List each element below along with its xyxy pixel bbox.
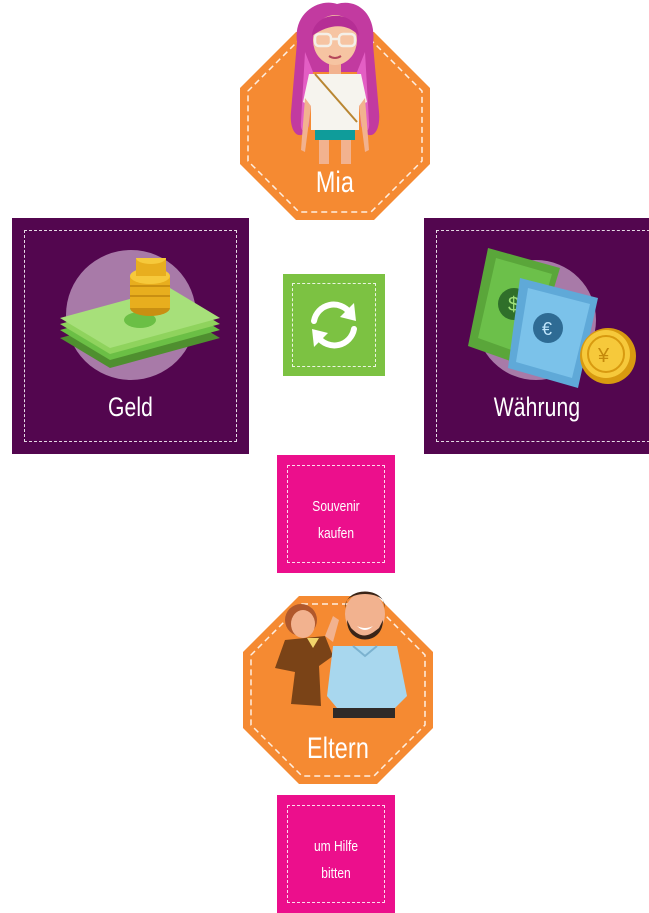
money-icon: [60, 258, 220, 368]
refresh-icon: [311, 301, 357, 349]
character-name: Eltern: [306, 732, 370, 765]
action-line-1: um Hilfe: [313, 838, 358, 855]
character-name: Mia: [315, 166, 355, 199]
parents-illustration: [275, 591, 407, 718]
action-um-hilfe-bitten[interactable]: um Hilfe bitten: [277, 795, 395, 913]
action-line-2: bitten: [321, 865, 351, 882]
character-card-mia[interactable]: Mia: [240, 2, 430, 220]
action-souvenir-kaufen[interactable]: Souvenir kaufen: [277, 455, 395, 573]
currency-icon: $ € ¥: [468, 248, 636, 388]
action-text: Souvenir kaufen: [289, 493, 383, 547]
card-label: Währung: [493, 392, 581, 422]
character-card-eltern[interactable]: Eltern: [243, 591, 433, 784]
action-text: um Hilfe bitten: [289, 833, 383, 887]
mia-illustration: [290, 2, 380, 164]
svg-text:¥: ¥: [597, 345, 610, 367]
svg-text:€: €: [542, 319, 552, 339]
card-waehrung[interactable]: $ € ¥ Währung: [424, 218, 649, 454]
refresh-button[interactable]: [283, 274, 385, 376]
svg-text:$: $: [508, 294, 519, 316]
card-label: Geld: [107, 392, 154, 422]
action-line-1: Souvenir: [312, 498, 360, 515]
action-line-2: kaufen: [317, 525, 355, 542]
card-geld[interactable]: Geld: [12, 218, 249, 454]
